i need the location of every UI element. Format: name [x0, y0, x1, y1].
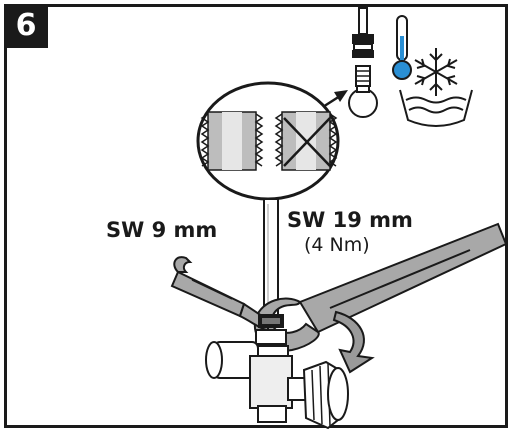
- connector-detail: [348, 7, 378, 118]
- hose-nuts: [251, 314, 289, 359]
- snowflake-icon: [414, 48, 458, 96]
- label-wrench-19mm: SW 19 mm: [287, 208, 413, 232]
- step-number-badge: 6: [4, 4, 48, 48]
- label-torque: (4 Nm): [304, 234, 370, 256]
- wrench-9mm: [170, 256, 269, 332]
- thread-magnifier-circle: [196, 81, 340, 201]
- thermometer-icon: [392, 15, 412, 80]
- thread-incorrect: [274, 111, 338, 171]
- angle-valve: [205, 341, 307, 423]
- wrench-19mm: [253, 222, 508, 352]
- thread-correct: [200, 111, 264, 171]
- label-wrench-9mm: SW 9 mm: [106, 218, 218, 242]
- ice-water-bowl-icon: [399, 89, 473, 127]
- valve-knob: [302, 360, 349, 430]
- rotation-arrow-icon: [332, 310, 375, 374]
- supply-hose: [263, 198, 279, 318]
